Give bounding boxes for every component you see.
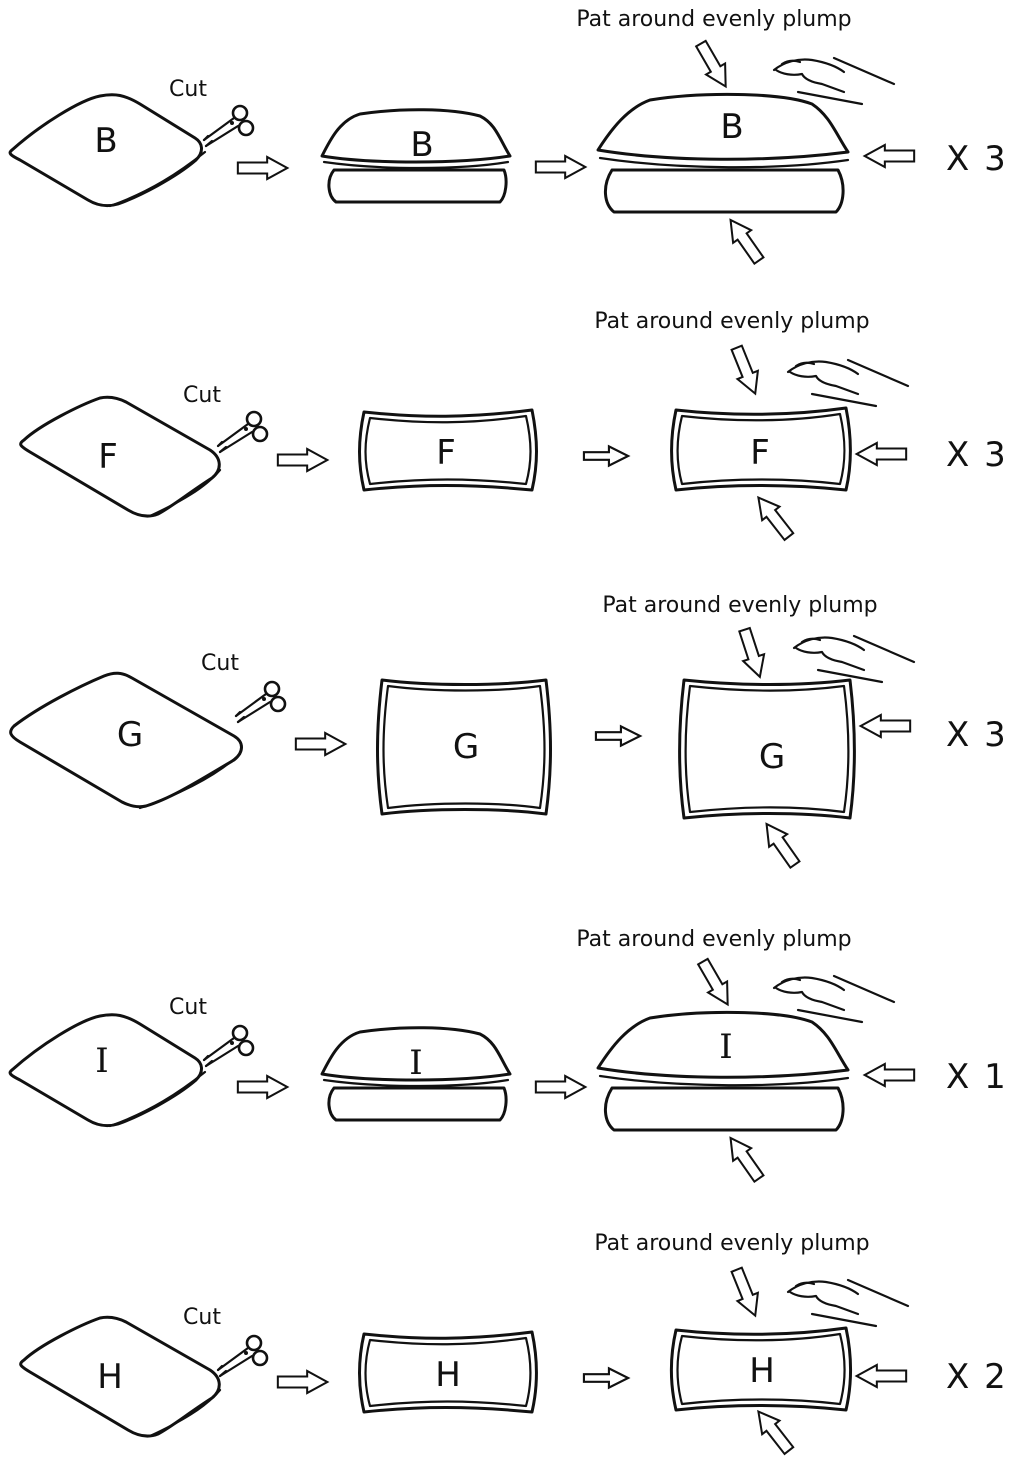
arrow-left-icon — [855, 441, 908, 467]
arrow-up-icon — [756, 816, 806, 872]
arrow-left-icon — [863, 1062, 916, 1088]
packed-cushion-b: B — [8, 93, 207, 208]
scissors-icon — [202, 104, 255, 148]
arrow-down-icon — [733, 625, 772, 682]
arrow-up-icon — [720, 212, 770, 268]
hand-icon — [786, 358, 910, 408]
arrow-right-icon — [594, 725, 642, 747]
packed-cushion-f: F — [19, 395, 222, 518]
scissors-icon — [216, 410, 269, 454]
instruction-f: Pat around evenly plump — [594, 309, 869, 334]
arrow-left-icon — [863, 143, 916, 169]
mid-label-g: G — [453, 727, 479, 767]
cushion-b-mid: B — [320, 108, 512, 204]
packed-label-h: H — [97, 1357, 123, 1397]
packed-label-b: B — [94, 121, 117, 161]
arrow-up-icon — [748, 489, 799, 545]
cut-label-i: Cut — [169, 995, 207, 1020]
panel-f-mid: F — [358, 408, 538, 492]
quantity-b: X 3 — [946, 139, 1008, 179]
arrow-down-icon — [725, 1264, 767, 1321]
scissors-icon — [202, 1024, 255, 1068]
hand-icon — [792, 634, 916, 684]
final-label-f: F — [750, 433, 770, 473]
arrow-right-icon — [582, 445, 630, 467]
hand-icon — [772, 56, 896, 106]
quantity-g: X 3 — [946, 715, 1008, 755]
packed-label-g: G — [117, 715, 143, 755]
panel-h-final: H — [670, 1326, 852, 1412]
step-b: B Cut B B Pat around evenly plump X 3 — [8, 7, 1008, 268]
final-label-h: H — [749, 1351, 775, 1391]
cut-label-f: Cut — [183, 383, 221, 408]
step-g: G Cut G G Pat around evenly plump X 3 — [9, 593, 1008, 872]
arrow-down-icon — [725, 342, 767, 399]
arrow-right-icon — [236, 155, 289, 181]
final-label-i: I — [719, 1027, 732, 1067]
instruction-g: Pat around evenly plump — [602, 593, 877, 618]
arrow-down-icon — [690, 36, 737, 94]
cushion-i-final: I — [596, 1010, 850, 1132]
arrow-right-icon — [276, 1369, 329, 1395]
hand-icon — [786, 1278, 910, 1328]
mid-label-i: I — [409, 1043, 422, 1083]
panel-f-final: F — [670, 406, 852, 492]
arrow-left-icon — [855, 1363, 908, 1389]
packed-label-f: F — [98, 437, 118, 477]
cushion-b-final: B — [596, 92, 850, 214]
arrow-right-icon — [534, 154, 587, 180]
packed-label-i: I — [95, 1041, 108, 1081]
arrow-up-icon — [720, 1130, 770, 1186]
panel-g-final: G — [678, 678, 856, 820]
quantity-h: X 2 — [946, 1357, 1008, 1397]
step-i: I Cut I I Pat around evenly plump X 1 — [8, 927, 1008, 1186]
arrow-right-icon — [236, 1074, 289, 1100]
cushion-i-mid: I — [320, 1026, 512, 1122]
arrow-left-icon — [859, 713, 912, 739]
arrow-right-icon — [276, 447, 329, 473]
arrow-right-icon — [294, 731, 347, 757]
quantity-f: X 3 — [946, 435, 1008, 475]
cut-label-h: Cut — [183, 1305, 221, 1330]
arrow-down-icon — [692, 954, 739, 1012]
cut-label-g: Cut — [201, 651, 239, 676]
step-f: F Cut F F Pat around evenly plump X 3 — [19, 309, 1008, 545]
mid-label-h: H — [435, 1355, 461, 1395]
hand-icon — [772, 974, 896, 1024]
panel-g-mid: G — [376, 678, 552, 816]
scissors-icon — [216, 1334, 269, 1378]
quantity-i: X 1 — [946, 1057, 1008, 1097]
packed-cushion-h: H — [19, 1315, 222, 1438]
scissors-icon — [234, 680, 287, 724]
arrow-up-icon — [748, 1403, 799, 1459]
packed-cushion-g: G — [9, 671, 243, 810]
instruction-i: Pat around evenly plump — [576, 927, 851, 952]
instruction-h: Pat around evenly plump — [594, 1231, 869, 1256]
mid-label-b: B — [410, 125, 433, 165]
arrow-right-icon — [582, 1367, 630, 1389]
step-h: H Cut H H Pat around evenly plump X 2 — [19, 1231, 1008, 1459]
panel-h-mid: H — [358, 1330, 538, 1414]
cut-label-b: Cut — [169, 77, 207, 102]
final-label-g: G — [759, 737, 785, 777]
final-label-b: B — [720, 107, 743, 147]
arrow-right-icon — [534, 1074, 587, 1100]
instruction-b: Pat around evenly plump — [576, 7, 851, 32]
mid-label-f: F — [436, 433, 456, 473]
packed-cushion-i: I — [8, 1013, 207, 1128]
